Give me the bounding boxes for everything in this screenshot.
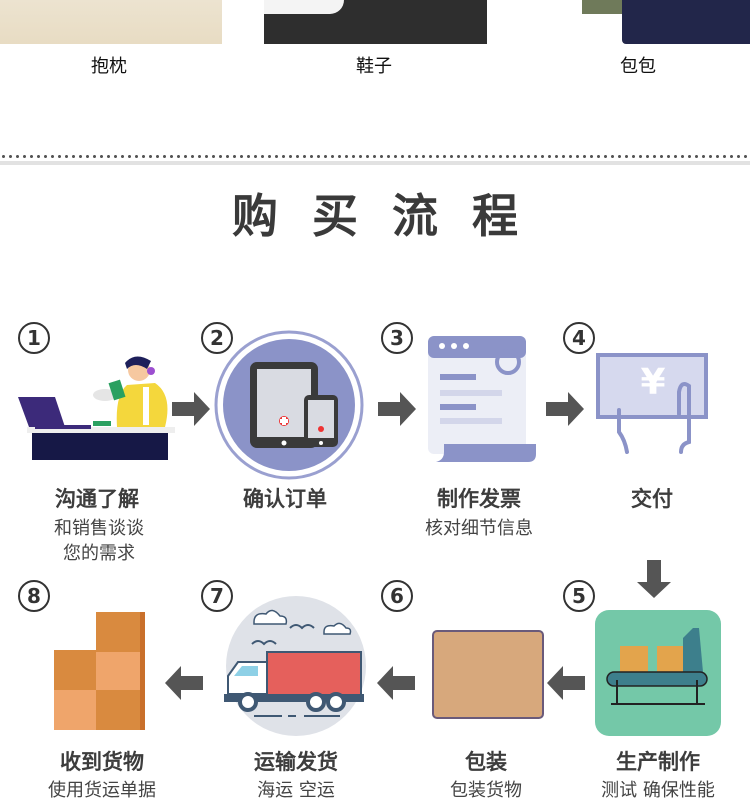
step-sub-8: 使用货运单据 bbox=[48, 780, 156, 801]
section-title: 购买流程 bbox=[232, 189, 552, 243]
arrow-left-icon bbox=[377, 666, 415, 700]
step-number-6: 6 bbox=[381, 580, 413, 612]
step-number-3: 3 bbox=[381, 322, 413, 354]
step-number-2: 2 bbox=[201, 322, 233, 354]
step-sub-5: 测试 确保性能 bbox=[601, 780, 715, 801]
arrow-left-icon bbox=[165, 666, 203, 700]
svg-text:¥: ¥ bbox=[640, 362, 665, 403]
step-title-3: 制作发票 bbox=[437, 487, 521, 511]
arrow-left-icon bbox=[547, 666, 585, 700]
shopping-cart-devices-icon bbox=[214, 330, 364, 480]
step-sub-1b: 您的需求 bbox=[63, 543, 135, 564]
arrow-right-icon bbox=[546, 392, 584, 426]
arrow-down-icon bbox=[637, 560, 671, 598]
arrow-right-icon bbox=[172, 392, 210, 426]
product-label-shoe: 鞋子 bbox=[356, 56, 392, 77]
bag-photo[interactable] bbox=[582, 0, 750, 44]
customer-service-icon bbox=[18, 356, 175, 460]
conveyor-belt-icon bbox=[595, 610, 721, 736]
step-sub-6: 包装货物 bbox=[450, 780, 522, 801]
step-title-2: 确认订单 bbox=[243, 487, 327, 511]
step-title-5: 生产制作 bbox=[616, 750, 700, 774]
arrow-right-icon bbox=[378, 392, 416, 426]
step-sub-7: 海运 空运 bbox=[257, 780, 335, 801]
step-number-7: 7 bbox=[201, 580, 233, 612]
step-sub-3: 核对细节信息 bbox=[425, 518, 533, 539]
step-title-6: 包装 bbox=[465, 750, 507, 774]
stacked-boxes-icon bbox=[54, 612, 145, 730]
pillow-photo[interactable] bbox=[0, 0, 222, 44]
payment-yen-icon: ¥ bbox=[596, 353, 708, 454]
delivery-truck-icon bbox=[224, 596, 366, 736]
step-number-8: 8 bbox=[18, 580, 50, 612]
step-title-7: 运输发货 bbox=[254, 750, 338, 774]
product-label-bag: 包包 bbox=[620, 56, 656, 77]
step-number-5: 5 bbox=[563, 580, 595, 612]
step-title-8: 收到货物 bbox=[60, 750, 144, 774]
step-sub-1a: 和销售谈谈 bbox=[54, 518, 144, 539]
step-number-1: 1 bbox=[18, 322, 50, 354]
divider-line bbox=[0, 161, 750, 165]
invoice-document-icon bbox=[428, 336, 536, 462]
step-title-4: 交付 bbox=[631, 487, 673, 511]
product-label-pillow: 抱枕 bbox=[91, 56, 127, 77]
dotted-divider bbox=[0, 154, 750, 159]
package-box-icon bbox=[432, 630, 544, 719]
step-title-1: 沟通了解 bbox=[55, 487, 139, 511]
step-number-4: 4 bbox=[563, 322, 595, 354]
shoe-photo[interactable] bbox=[264, 0, 487, 44]
